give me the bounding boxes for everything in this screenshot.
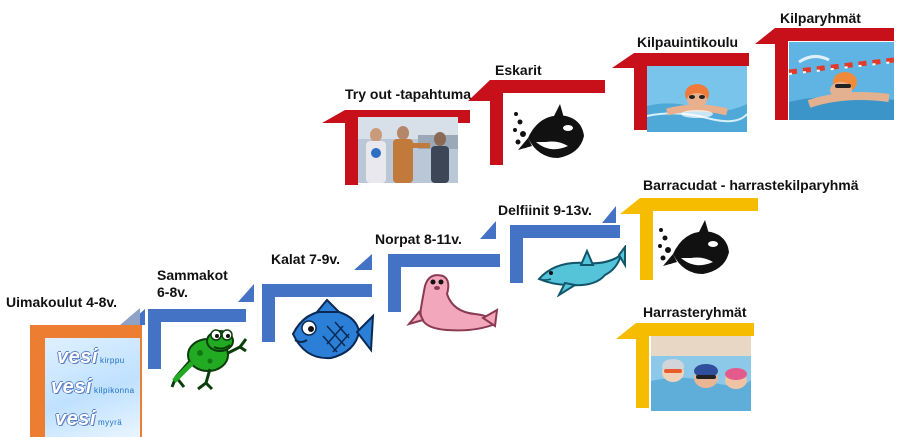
label-kalat: Kalat 7-9v. <box>271 251 340 267</box>
photo-swimmer-butterfly <box>647 66 747 132</box>
label-sammakot: Sammakot 6-8v. <box>157 267 228 300</box>
frame-norpat-side <box>388 254 401 312</box>
frog-illustration <box>170 325 248 391</box>
photo-swimmers-pool <box>651 336 751 411</box>
frame-harrasteryhmat-side <box>636 323 649 408</box>
label-kilparyhmat: Kilparyhmät <box>780 10 861 26</box>
label-uimakoulut: Uimakoulut 4-8v. <box>6 294 117 310</box>
vesi-suffix-1: kirppu <box>99 356 125 365</box>
step-marker-delfiinit-top <box>602 206 616 223</box>
frame-kilpauintikoulu-side <box>634 53 647 130</box>
photo-swimmer-lane <box>789 42 894 120</box>
orca-logo-barracudat <box>655 218 733 280</box>
step-marker-harrasteryhmat <box>616 323 636 339</box>
frame-delfiinit-side <box>510 225 523 283</box>
orca-logo-eskarit <box>510 102 588 164</box>
vesi-word-1: vesi <box>57 346 98 368</box>
vesi-word-2: vesi <box>51 376 92 398</box>
fish-illustration <box>287 298 375 368</box>
red-steps <box>322 28 894 185</box>
vesi-suffix-2: kilpikonna <box>93 386 135 395</box>
frame-sammakot-top <box>148 309 246 322</box>
step-marker-kilpauintikoulu <box>612 53 634 68</box>
label-delfiinit: Delfiinit 9-13v. <box>498 202 592 218</box>
label-barracudat: Barracudat - harrastekilparyhmä <box>643 177 859 193</box>
vesi-word-3: vesi <box>55 408 96 430</box>
seal-illustration <box>405 268 500 334</box>
step-marker-kilparyhmat <box>755 28 775 44</box>
yellow-steps <box>616 198 758 408</box>
frame-kilpauintikoulu-top <box>634 53 749 66</box>
label-norpat: Norpat 8-11v. <box>375 231 462 247</box>
frame-barracudat-side <box>640 198 653 280</box>
frame-kalat-top <box>262 284 372 297</box>
step-marker-tryout <box>322 110 345 123</box>
dolphin-illustration <box>535 245 627 297</box>
step-marker-kalat <box>238 284 254 302</box>
vesi-suffix-3: myyrä <box>97 418 123 427</box>
frame-kalat-side <box>262 284 275 342</box>
label-eskarit: Eskarit <box>495 62 542 78</box>
label-kilpauintikoulu: Kilpauintikoulu <box>637 34 739 50</box>
frame-barracudat-top <box>640 198 758 211</box>
blue-steps <box>127 206 620 369</box>
frame-norpat-top <box>388 254 500 267</box>
frame-tryout-side <box>345 110 358 185</box>
frame-eskarit-top <box>490 80 605 93</box>
frame-kilparyhmat-side <box>775 28 788 120</box>
label-tryout: Try out -tapahtuma <box>345 86 472 102</box>
frame-sammakot-side <box>148 309 161 369</box>
step-marker-barracudat <box>620 198 640 214</box>
frame-kilparyhmat-top <box>775 28 894 41</box>
step-marker-delfiinit <box>480 221 496 239</box>
photo-coaches <box>358 117 458 183</box>
frame-harrasteryhmat-top <box>636 323 754 336</box>
label-harrasteryhmat: Harrasteryhmät <box>643 304 747 320</box>
step-marker-eskarit <box>468 80 490 101</box>
step-marker-uimakoulut <box>120 308 140 325</box>
frame-delfiinit-top <box>510 225 620 238</box>
frame-eskarit-side <box>490 80 503 165</box>
step-marker-norpat <box>354 254 372 270</box>
